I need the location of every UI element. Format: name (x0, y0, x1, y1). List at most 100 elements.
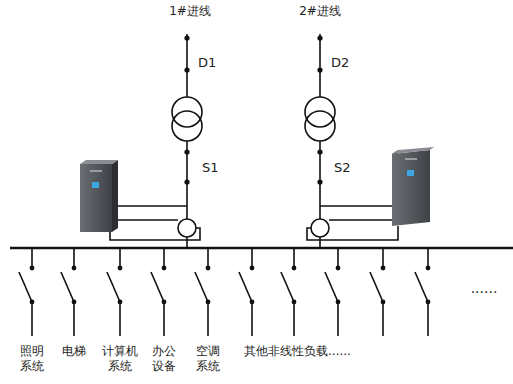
feeder-wire (163, 248, 165, 268)
terminal-dot (317, 67, 322, 72)
transformer-winding (305, 97, 335, 127)
switch-blade (19, 272, 32, 302)
filter-cabinet (392, 147, 434, 226)
terminal-dot (162, 266, 167, 271)
terminal-dot (426, 266, 431, 271)
switch-blade (107, 272, 120, 302)
incoming-wire (186, 34, 188, 97)
busbar (10, 247, 513, 249)
feeder-wire (73, 302, 75, 336)
device-label: D1 (198, 55, 216, 71)
switch-blade (61, 272, 74, 302)
feeder-wire (382, 302, 384, 336)
switch-blade (370, 272, 383, 302)
device-label: S1 (202, 160, 219, 176)
feeder-wire (207, 302, 209, 336)
feeder-wire (293, 248, 295, 268)
load-switch (151, 248, 166, 336)
load-label: 办公 设备 (149, 344, 179, 374)
switch-blade (239, 272, 252, 302)
load-switch (415, 248, 430, 336)
continuation-mark: ...... (471, 280, 498, 298)
terminal-dot (250, 266, 255, 271)
load-label: 空调 系统 (193, 344, 223, 374)
feeder-wire (293, 302, 295, 336)
feeder-wire (119, 302, 121, 336)
feeder-wire (31, 302, 33, 336)
load-switch (325, 248, 340, 336)
feeder-wire (337, 248, 339, 268)
ct-signal-wire (307, 226, 398, 240)
terminal-dot (317, 35, 322, 40)
terminal-dot (72, 266, 77, 271)
feeder-wire (427, 248, 429, 268)
terminal-dot (184, 149, 189, 154)
load-switch (239, 248, 254, 336)
load-label: 电梯 (62, 344, 86, 359)
feeder-wire (427, 302, 429, 336)
terminal-dots (184, 35, 322, 184)
feeder-wire (119, 248, 121, 268)
feeder-wire (73, 248, 75, 268)
feeder-wire (31, 248, 33, 268)
cabinet-logo (90, 170, 102, 172)
terminal-dot (381, 266, 386, 271)
feeder-wire (207, 248, 209, 268)
cabinet-logo (405, 158, 417, 160)
load-switch (107, 248, 122, 336)
filter-cabinet (80, 160, 118, 232)
terminal-dot (336, 266, 341, 271)
switch-blade (151, 272, 164, 302)
feeder-lines (10, 34, 513, 248)
terminal-dot (292, 266, 297, 271)
load-switch (281, 248, 296, 336)
cabinet-top (80, 160, 118, 164)
wire (186, 237, 188, 248)
ct-signal-wire (110, 228, 200, 240)
terminal-dot (184, 179, 189, 184)
current-transformer (178, 219, 196, 237)
feeder-wire (251, 248, 253, 268)
device-label: D2 (331, 55, 349, 71)
load-switch (370, 248, 385, 336)
load-label: 照明 系统 (17, 344, 47, 374)
cabinet-top (392, 147, 434, 154)
device-label: S2 (334, 160, 351, 176)
switch-blade (325, 272, 338, 302)
terminal-dot (317, 149, 322, 154)
load-switch (195, 248, 210, 336)
filter-wire (320, 205, 392, 207)
terminal-dot (184, 67, 189, 72)
load-switch (61, 248, 76, 336)
cabinet-display (92, 182, 99, 188)
transformer-winding (305, 111, 335, 141)
cabinet-front (80, 164, 112, 232)
filter-wire (116, 219, 178, 221)
incoming-wire (319, 34, 321, 97)
transformer-winding (172, 97, 202, 127)
load-label: 其他非线性负载...... (244, 344, 351, 359)
cabinet-front (392, 150, 430, 226)
filter-wire (116, 205, 187, 207)
cabinet-display (407, 170, 414, 176)
load-label: 计算机 系统 (99, 344, 141, 374)
terminal-dot (30, 266, 35, 271)
incoming-label: 2#进线 (299, 4, 341, 19)
current-transformer (311, 219, 329, 237)
terminal-dot (118, 266, 123, 271)
transformer-winding (172, 111, 202, 141)
feeder-wire (251, 302, 253, 336)
feeder-wire (163, 302, 165, 336)
incoming-label: 1#进线 (169, 4, 211, 19)
terminal-dot (206, 266, 211, 271)
cabinet-side (112, 160, 118, 232)
load-feeders (19, 248, 430, 336)
terminal-dot (184, 35, 189, 40)
switch-blade (415, 272, 428, 302)
feeder-wire (382, 248, 384, 268)
wire (319, 237, 321, 248)
terminal-dot (317, 179, 322, 184)
load-switch (19, 248, 34, 336)
